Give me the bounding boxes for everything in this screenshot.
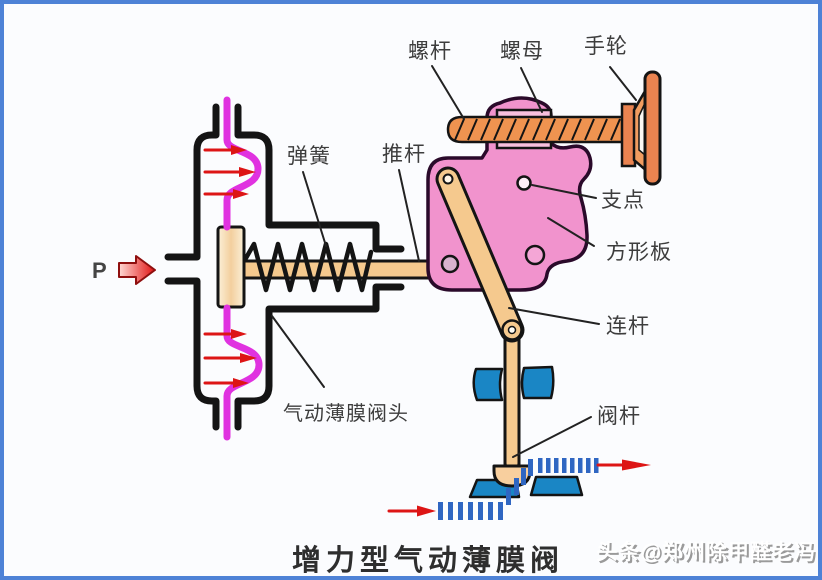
rising-flow-dashes: [506, 459, 533, 505]
lever-top-pin: [442, 173, 454, 185]
pressure-label: P: [92, 258, 107, 283]
label-handwheel: 手轮: [584, 35, 628, 58]
actuator-spring: [243, 241, 374, 293]
lever-bottom-pivot-hole: [507, 325, 517, 335]
label-nut: 螺母: [500, 40, 544, 63]
actuator-housing: [164, 103, 405, 431]
valve-body-parts: [468, 365, 584, 499]
leader-lines: [271, 65, 637, 458]
leader-connecting-rod: [508, 307, 600, 325]
pressure-arrow-icon: [203, 378, 249, 388]
leader-spring: [302, 171, 327, 247]
leader-push-rod: [398, 169, 420, 262]
label-diaphragm-head: 气动薄膜阀头: [283, 402, 409, 425]
handwheel: [620, 70, 662, 186]
fulcrum-hole: [516, 175, 532, 191]
label-push-rod: 推杆: [382, 143, 426, 166]
pressure-inlet: P: [92, 255, 156, 285]
pressure-arrow-icon: [118, 255, 156, 285]
leader-valve-stem: [512, 416, 592, 458]
leader-handwheel: [609, 66, 637, 101]
part-labels: 螺杆 螺母 手轮 弹簧 推杆 支点 方形板 连杆 阀杆 气动薄膜阀头: [283, 35, 672, 428]
screw-rod: [446, 115, 627, 144]
label-connecting-rod: 连杆: [606, 315, 650, 338]
outflow-arrow-icon: [596, 459, 651, 471]
plate-hole: [524, 244, 546, 266]
membrane-upper: [223, 96, 262, 231]
packing-block-left: [472, 367, 504, 402]
outflow-dashes: [538, 458, 599, 473]
watermark: 头条@郑州除甲醛老冯 头条@郑州除甲醛老冯: [597, 540, 818, 566]
pressure-arrow-icon: [203, 167, 256, 177]
pressure-arrow-icon: [203, 189, 249, 199]
leader-fulcrum: [531, 184, 597, 199]
membrane-lower: [223, 304, 263, 441]
pressure-arrow-icon: [203, 145, 247, 155]
packing-block-right: [520, 365, 555, 400]
label-screw-rod: 螺杆: [408, 40, 452, 63]
handwheel-rim: [643, 70, 662, 186]
inflow-dashes: [438, 502, 503, 520]
housing-top-right: [234, 103, 405, 253]
leader-screw-rod: [431, 65, 465, 120]
diaphragm-plate: [216, 225, 246, 309]
flow-indicators: [387, 458, 651, 520]
watermark-shadow: 头条@郑州除甲醛老冯: [599, 542, 818, 566]
connecting-rod-lever: [435, 166, 525, 343]
leader-square-plate: [547, 217, 595, 247]
label-valve-stem: 阀杆: [597, 405, 641, 428]
housing-bottom-right: [234, 283, 405, 431]
leader-nut: [520, 67, 543, 113]
diagram-title: 增力型气动薄膜阀: [292, 544, 564, 577]
pressure-arrow-icon: [203, 329, 247, 339]
valve-seat-right: [529, 475, 584, 497]
push-rod-pin-hole: [440, 254, 460, 274]
label-square-plate: 方形板: [606, 241, 672, 264]
leader-diaphragm-head: [271, 315, 325, 388]
pressure-arrow-icon: [203, 353, 257, 363]
pressure-arrows: [203, 145, 257, 388]
label-spring: 弹簧: [287, 145, 331, 168]
inflow-arrow-icon: [387, 505, 436, 517]
housing-bottom-left: [164, 277, 220, 431]
housing-top-left: [164, 103, 220, 261]
screw-threads: [454, 118, 621, 141]
label-fulcrum: 支点: [601, 189, 645, 212]
watermark-text: 头条@郑州除甲醛老冯: [597, 540, 816, 564]
